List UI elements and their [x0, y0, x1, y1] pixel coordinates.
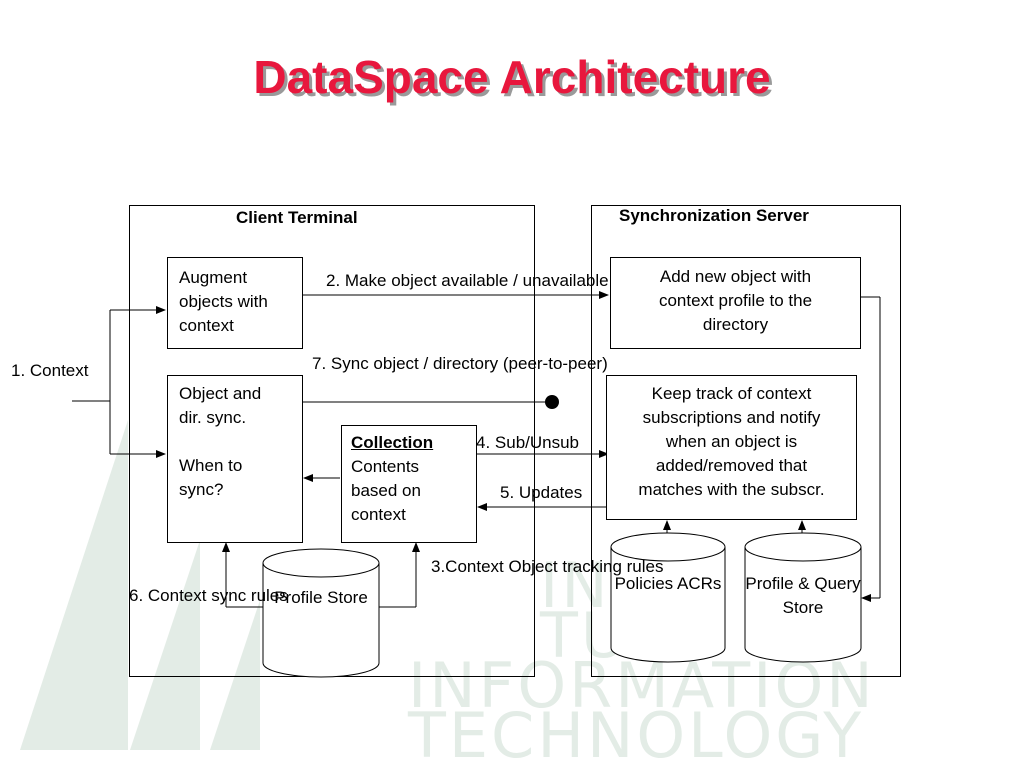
- watermark-text-line-2: TECHNOLOGY: [408, 699, 865, 772]
- track-line-4: added/removed that: [655, 456, 808, 475]
- collection-line-3: context: [351, 505, 406, 524]
- page-title: DataSpace Architecture: [253, 51, 771, 103]
- track-line-1: Keep track of context: [651, 384, 812, 403]
- track-line-3: when an object is: [665, 432, 798, 451]
- collection-heading: Collection: [351, 433, 434, 452]
- sync-object-line-2: (peer-to-peer): [502, 354, 608, 373]
- context-tracking-line-1: 3.Context: [431, 557, 504, 576]
- policies-store-label: Policies ACRs: [611, 572, 725, 596]
- sync-server-title: Synchronization Server: [619, 206, 809, 225]
- label-context: 1. Context: [11, 361, 89, 380]
- watermark-stripe-1: [20, 420, 128, 750]
- make-available-line-1: 2. Make object available /: [326, 271, 518, 290]
- watermark-stripe-2: [130, 540, 200, 750]
- sync-line-1: Object and: [179, 384, 262, 403]
- collection-box: Collection Contents based on context: [341, 425, 477, 543]
- sync-server-panel: [591, 205, 901, 677]
- augment-line-3: context: [179, 316, 234, 335]
- make-available-line-2: unavailable: [522, 271, 609, 290]
- policies-store-cylinder: [610, 532, 726, 663]
- sync-line-5: sync?: [179, 480, 224, 499]
- add-line-2: context profile to the: [658, 291, 813, 310]
- track-line-5: matches with the subscr.: [638, 480, 825, 499]
- collection-line-1: Contents: [351, 457, 420, 476]
- label-make-available: 2. Make object available / unavailable: [326, 269, 609, 293]
- sync-line-2: dir. sync.: [179, 408, 247, 427]
- watermark-stripe-3: [210, 600, 260, 750]
- label-context-tracking-rules: 3.Context Object tracking rules: [431, 555, 663, 579]
- sync-object-line-1: 7. Sync object / directory: [312, 354, 499, 373]
- profile-query-store-label: Profile & Query Store: [745, 572, 861, 620]
- profile-query-line-2: Query: [814, 574, 861, 593]
- augment-objects-box: Augment objects with context: [167, 257, 303, 349]
- client-terminal-title: Client Terminal: [236, 208, 358, 227]
- sync-line-3: [179, 430, 302, 454]
- profile-query-line-1: Profile &: [745, 574, 810, 593]
- label-context-sync-rules: 6. Context sync rules: [129, 584, 288, 608]
- add-line-3: directory: [702, 315, 769, 334]
- add-object-directory-box: Add new object with context profile to t…: [610, 257, 861, 349]
- sync-line-4: When to: [179, 456, 243, 475]
- add-line-1: Add new object with: [659, 267, 812, 286]
- track-subscriptions-box: Keep track of context subscriptions and …: [606, 375, 857, 520]
- context-tracking-line-3: tracking rules: [562, 557, 664, 576]
- label-sync-object: 7. Sync object / directory (peer-to-peer…: [312, 352, 608, 376]
- peer-sync-endpoint: [545, 395, 559, 409]
- augment-line-2: objects with: [179, 292, 268, 311]
- augment-line-1: Augment: [179, 268, 248, 287]
- policies-line-2: ACRs: [676, 574, 722, 593]
- context-sync-line-2: sync rules: [211, 586, 288, 605]
- label-updates: 5. Updates: [500, 483, 583, 502]
- profile-query-line-3: Store: [782, 598, 824, 617]
- watermark-text-line-1: INFORMATION: [408, 649, 876, 722]
- profile-store-label: Profile Store: [263, 586, 379, 610]
- context-sync-line-1: 6. Context: [129, 586, 207, 605]
- object-dir-sync-box: Object and dir. sync. When to sync?: [167, 375, 303, 543]
- label-sub-unsub: 4. Sub/Unsub: [476, 433, 580, 452]
- track-line-2: subscriptions and notify: [642, 408, 821, 427]
- profile-query-store-cylinder: [744, 532, 862, 663]
- policies-line-1: Policies: [614, 574, 674, 593]
- profile-store-cylinder: [262, 548, 380, 678]
- profile-store-line-2: Store: [327, 588, 368, 607]
- context-tracking-line-2: Object: [508, 557, 558, 576]
- profile-store-line-1: Profile: [274, 588, 323, 607]
- collection-line-2: based on: [351, 481, 421, 500]
